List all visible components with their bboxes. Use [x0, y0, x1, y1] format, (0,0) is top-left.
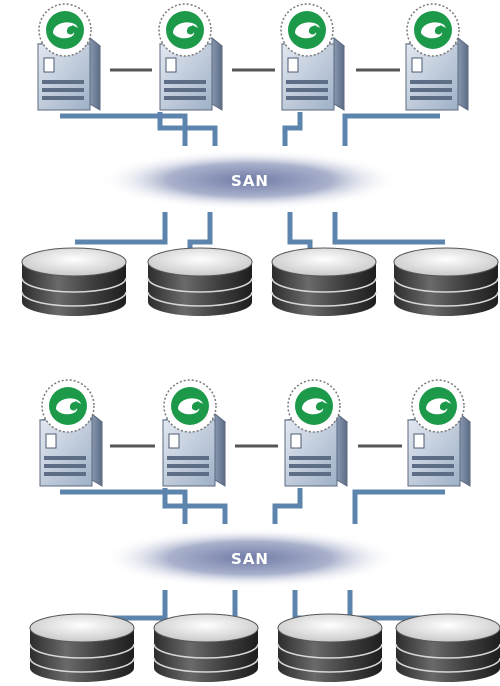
server-cables: [60, 488, 445, 524]
san-label: SAN: [231, 550, 269, 568]
disk-storage-icon: [29, 613, 135, 682]
panel-2: SAN: [29, 379, 500, 682]
chameleon-logo-icon: [41, 379, 95, 433]
san-cloud: [100, 150, 400, 210]
chameleon-logo-icon: [158, 3, 212, 57]
chameleon-logo-icon: [163, 379, 217, 433]
disk-storage-icon: [153, 613, 259, 682]
chameleon-logo-icon: [411, 379, 465, 433]
server-cables: [60, 112, 440, 146]
chameleon-logo-icon: [287, 379, 341, 433]
chameleon-logo-icon: [280, 3, 334, 57]
server-4: [406, 412, 472, 487]
disk-storage-icon: [393, 247, 499, 316]
chameleon-logo-icon: [38, 3, 92, 57]
san-cloud: [102, 528, 398, 588]
disk-storage-icon: [277, 613, 383, 682]
disk-storage-icon: [395, 613, 500, 682]
chameleon-logo-icon: [406, 3, 460, 57]
disk-storage-icon: [147, 247, 253, 316]
server-1: [38, 412, 104, 487]
disk-storage-icon: [21, 247, 127, 316]
storage-cables: [80, 590, 445, 626]
storage-cables: [75, 212, 445, 250]
disk-storage-icon: [271, 247, 377, 316]
san-label: SAN: [231, 172, 269, 190]
panel-1: SAN: [21, 3, 499, 316]
